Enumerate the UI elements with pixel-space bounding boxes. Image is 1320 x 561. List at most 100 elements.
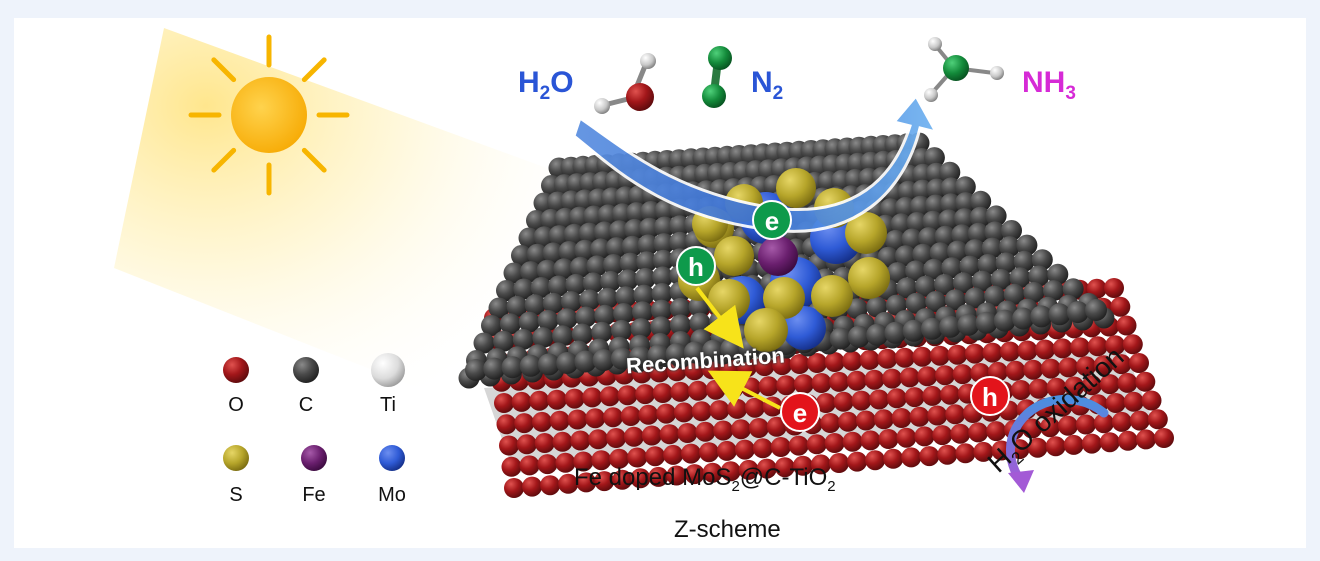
carbon-atom [519,354,542,377]
carbon-atom [552,325,574,347]
oxygen-atom [663,444,684,465]
oxygen-atom [549,410,570,431]
carbon-atom [1066,301,1089,324]
carbon-atom [629,346,652,369]
carbon-atom [896,277,918,299]
oxygen-atom [912,346,933,367]
oxygen-atom [1135,371,1156,392]
carbon-atom [894,196,916,218]
oxygen-atom [1011,380,1031,400]
carbon-atom [579,289,601,311]
ammonia-label: NH3 [1022,66,1076,104]
carbon-atom [901,228,923,250]
oxygen-atom [540,475,561,496]
legend-sphere-mo [379,445,405,471]
molybdenum-atom [782,306,826,350]
sulfur-atom [848,257,890,299]
oxygen-atom [731,419,751,440]
oxygen-atom [820,413,841,433]
oxygen-atom [1023,359,1044,380]
carbon-atom [970,190,992,212]
oxygen-atom [702,462,723,483]
oxygen-atom [838,411,859,432]
carbon-atom [1043,280,1064,302]
oxygen-atom [952,364,973,385]
oxygen-atom [877,348,898,369]
oxygen-atom [1064,376,1085,397]
carbon-atom [650,316,672,338]
oxygen-atom [1110,296,1131,317]
carbon-atom [879,198,901,220]
oxygen-atom [677,423,698,443]
sulfur-atom [776,168,816,208]
hole-carrier: h [676,246,716,286]
oxygen-atom [1111,411,1132,432]
oxygen-atom [776,375,797,396]
oxygen-atom [1040,358,1061,379]
carbon-atom [542,242,564,264]
oxygen-atom [516,434,537,455]
oxygen-atom [705,379,726,400]
carbon-atom [884,321,907,344]
carbon-atom [990,268,1012,290]
oxygen-atom [748,418,769,438]
oxygen-atom [1035,339,1056,360]
oxygen-atom [754,356,775,377]
oxygen-atom [656,403,677,424]
carbon-atom [560,291,582,313]
carbon-atom [947,240,968,262]
oxygen-atom [529,390,550,411]
carbon-atom [650,299,672,321]
sun-icon [188,34,350,196]
oxygen-atom [937,444,958,465]
carbon-atom [565,273,587,295]
oxygen-atom [1117,372,1138,393]
carbon-atom [506,295,528,317]
carbon-atom [542,292,564,314]
oxygen-atom [1027,437,1048,458]
carbon-atom [496,280,517,301]
carbon-atom [592,349,615,372]
oxygen-atom [1123,391,1144,412]
sulfur-atom [708,279,750,321]
oxygen-atom [860,430,881,451]
carbon-atom [593,221,615,243]
oxygen-atom [973,441,994,462]
carbon-atom [586,255,608,277]
carbon-atom [499,313,521,335]
oxygen-atom [922,385,943,406]
carbon-atom [971,270,993,292]
oxygen-atom [606,428,627,448]
oxygen-atom [684,464,705,485]
carbon-atom [1031,249,1053,271]
oxygen-atom [859,349,880,370]
oxygen-atom [648,466,669,487]
oxygen-atom [752,438,773,459]
oxygen-atom [1000,341,1020,362]
carbon-atom [558,241,580,262]
carbon-atom [1048,303,1071,326]
carbon-atom [653,233,675,255]
carbon-atom [940,193,962,215]
oxygen-atom [774,457,795,478]
carbon-atom [951,224,973,246]
legend-label-s: S [229,484,243,506]
ammonia-molecule-icon [924,37,1004,102]
carbon-atom [493,330,515,352]
oxygen-atom [1017,340,1038,361]
carbon-atom [537,353,560,376]
carbon-atom [605,237,627,259]
recombination-arrows [695,286,781,410]
carbon-atom [669,231,691,253]
carbon-atom [929,242,951,264]
oxygen-atom [496,414,517,435]
carbon-atom [895,245,916,267]
carbon-atom [1016,234,1038,256]
carbon-atom [1013,250,1035,272]
carbon-atom [923,147,945,169]
carbon-atom [923,258,945,280]
carbon-atom [488,297,510,319]
carbon-atom [574,350,597,373]
carbon-atom [582,272,604,294]
sun-ray [301,147,327,173]
